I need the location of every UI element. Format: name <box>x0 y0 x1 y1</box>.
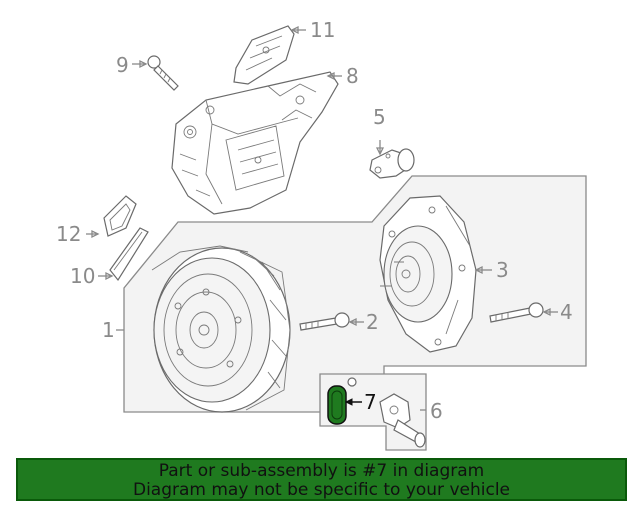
part-12-gasket[interactable] <box>103 195 137 237</box>
callout-4: 4 <box>560 300 573 324</box>
part-5-sensor[interactable] <box>369 148 415 179</box>
callout-8: 8 <box>346 64 359 88</box>
callout-10: 10 <box>70 264 95 288</box>
part-10-seal[interactable] <box>109 227 149 282</box>
part-3-cover[interactable] <box>379 195 477 353</box>
part-7-seal-highlighted[interactable] <box>327 385 347 425</box>
callout-6: 6 <box>430 399 443 423</box>
callout-2: 2 <box>366 310 379 334</box>
callout-9: 9 <box>116 53 129 77</box>
info-banner: Part or sub-assembly is #7 in diagram Di… <box>16 458 627 501</box>
part-2-bolt[interactable] <box>299 312 350 331</box>
o-ring <box>347 377 357 387</box>
part-1-motor[interactable] <box>151 245 291 413</box>
leader-lines <box>86 25 558 411</box>
banner-line-2: Diagram may not be specific to your vehi… <box>132 480 510 500</box>
callout-3: 3 <box>496 258 509 282</box>
callout-1: 1 <box>102 318 115 342</box>
callout-7: 7 <box>364 390 377 414</box>
part-6-connector[interactable] <box>379 393 426 448</box>
part-4-bolt[interactable] <box>489 302 544 323</box>
callout-5: 5 <box>373 105 386 129</box>
callout-12: 12 <box>56 222 81 246</box>
callout-11: 11 <box>310 18 335 42</box>
part-8-housing[interactable] <box>171 71 339 215</box>
part-9-bolt[interactable] <box>147 55 179 91</box>
part-11-cover[interactable] <box>233 25 295 85</box>
banner-line-1: Part or sub-assembly is #7 in diagram <box>158 461 485 481</box>
